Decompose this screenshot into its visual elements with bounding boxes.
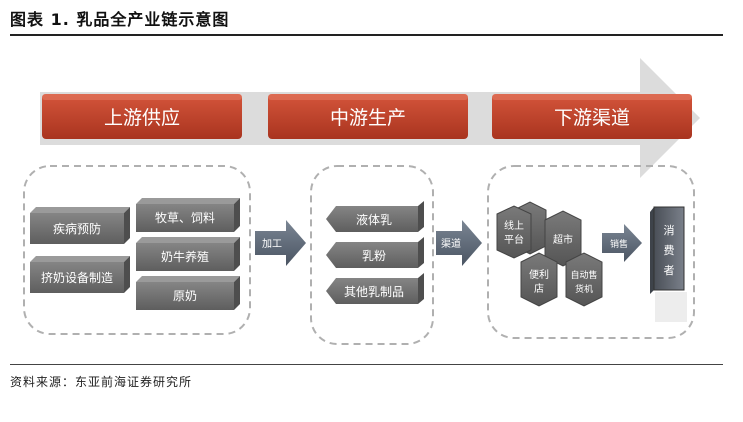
stage-upstream: 上游供应	[42, 94, 242, 139]
upstream-item-label: 挤奶设备制造	[41, 270, 113, 285]
channel-convenience-store: 便利 店	[520, 252, 558, 307]
midstream-product-label: 其他乳制品	[344, 285, 404, 299]
midstream-product-milk-powder: 乳粉	[326, 237, 424, 268]
consumer-char: 消	[664, 223, 675, 237]
channel-vending-machine: 自动售 货机	[565, 252, 603, 307]
downstream-container	[487, 165, 695, 339]
upstream-item-label: 原奶	[173, 289, 197, 303]
consumer-char: 费	[664, 244, 675, 257]
upstream-item-raw-milk: 原奶	[136, 276, 240, 310]
stage-midstream: 中游生产	[268, 94, 468, 139]
arrow-sales-label: 销售	[610, 238, 628, 250]
upstream-item-disease-prevention: 疾病预防	[30, 207, 130, 244]
upstream-item-milking-equipment: 挤奶设备制造	[30, 256, 130, 293]
top-rule	[10, 34, 723, 36]
stage-downstream: 下游渠道	[492, 94, 692, 139]
channel-label-line1: 便利	[529, 268, 549, 281]
figure-title: 图表 1. 乳品全产业链示意图	[10, 10, 230, 29]
midstream-product-other-dairy: 其他乳制品	[326, 273, 424, 304]
consumer-char: 者	[664, 264, 675, 277]
channel-online-platform: 线上 平台	[496, 201, 547, 259]
stage-upstream-label: 上游供应	[104, 107, 180, 129]
midstream-container	[310, 165, 434, 345]
channel-label-line1: 线上	[504, 219, 524, 232]
stage-downstream-label: 下游渠道	[554, 107, 630, 129]
midstream-product-liquid-milk: 液体乳	[326, 201, 424, 232]
arrow-sales: 销售	[602, 224, 642, 262]
channel-label-line2: 店	[534, 282, 544, 295]
upstream-item-dairy-farming: 奶牛养殖	[136, 237, 240, 271]
upstream-item-forage-feed: 牧草、饲料	[136, 198, 240, 232]
arrow-processing-label: 加工	[262, 238, 282, 250]
consumer-block: 消 费 者	[650, 206, 687, 322]
stage-midstream-label: 中游生产	[330, 107, 406, 129]
midstream-product-label: 液体乳	[356, 212, 392, 227]
bottom-rule	[10, 364, 723, 365]
source-note: 资料来源：东亚前海证券研究所	[10, 375, 193, 389]
midstream-product-label: 乳粉	[362, 249, 386, 263]
upstream-item-label: 奶牛养殖	[161, 249, 209, 264]
channel-label-line1: 超市	[553, 233, 573, 246]
arrow-processing: 加工	[255, 220, 306, 266]
channel-label-line2: 货机	[575, 283, 593, 295]
arrow-channels-label: 渠道	[441, 237, 461, 250]
channel-label-line2: 平台	[504, 233, 524, 246]
upstream-container	[23, 165, 251, 335]
upstream-item-label: 疾病预防	[53, 221, 101, 236]
arrow-channels: 渠道	[436, 220, 482, 266]
channel-label-line1: 自动售	[570, 269, 597, 281]
upstream-item-label: 牧草、饲料	[155, 211, 215, 225]
channel-supermarket: 超市	[544, 210, 582, 267]
